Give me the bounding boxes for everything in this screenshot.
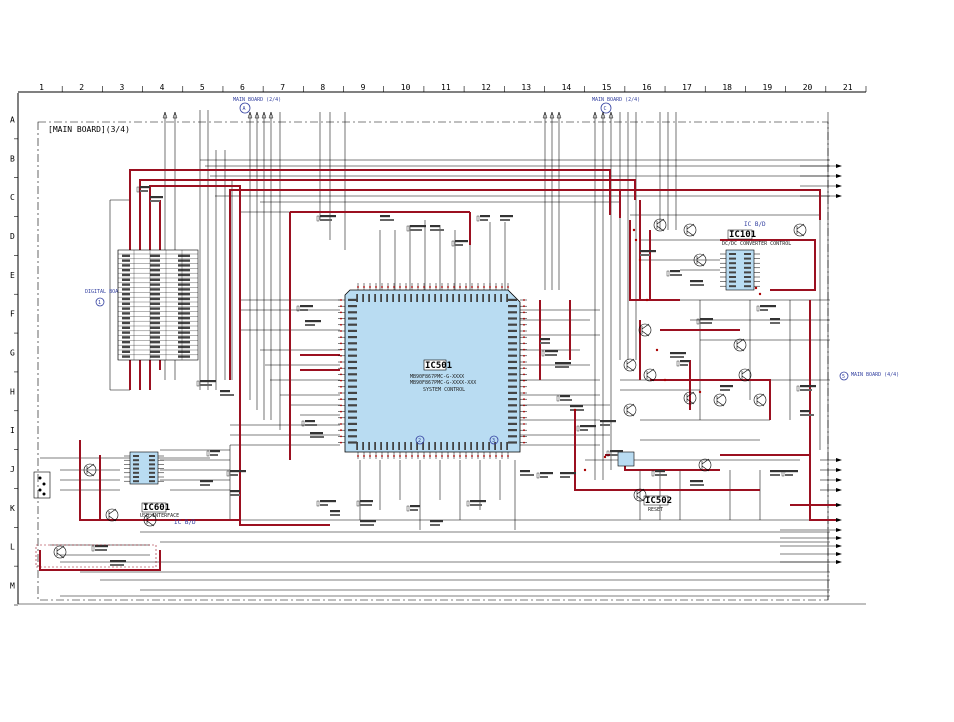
row-label: B [10, 154, 15, 163]
ic502-reset: IC502 RESET [617, 451, 672, 513]
column-label: 3 [119, 83, 124, 92]
row-label: H [10, 387, 15, 396]
connector-marker: 1 [98, 300, 101, 306]
column-label: 18 [722, 83, 732, 92]
ic601-tag: IC B/D [174, 519, 196, 526]
column-label: 19 [763, 83, 773, 92]
row-label: I [10, 426, 15, 435]
column-label: 8 [320, 83, 325, 92]
column-label: 17 [682, 83, 692, 92]
connector-main-board-4-4: 5 MAIN BOARD (4/4) [839, 371, 899, 381]
column-label: 7 [280, 83, 285, 92]
ic101-tag: IC B/D [744, 221, 766, 228]
ic101-label: IC101 [729, 230, 756, 240]
ic501-label: IC501 [425, 361, 452, 371]
connector-main-board-2-4-right: MAIN BOARD (2/4) C [592, 97, 640, 114]
column-label: 20 [803, 83, 813, 92]
svg-text:MB90F867PMC-G-XXXX: MB90F867PMC-G-XXXX [410, 374, 464, 380]
ic101-description: DC/DC CONVERTER CONTROL [722, 241, 791, 247]
power-section-outline [35, 544, 157, 568]
connector-label: MAIN BOARD (2/4) [233, 97, 281, 103]
connector-marker: C [604, 106, 607, 112]
svg-text:MB90F867PMC-G-XXXX-XXX: MB90F867PMC-G-XXXX-XXX [410, 380, 476, 386]
row-label: D [10, 232, 15, 241]
column-label: 16 [642, 83, 652, 92]
ic601-usb-interface: IC601 USB INTERFACE IC B/D [124, 451, 196, 526]
column-label: 2 [79, 83, 84, 92]
marker-3: 3 [492, 438, 495, 444]
row-ruler: A B C D E F G H I J K L M [10, 115, 18, 606]
column-label: 4 [160, 83, 165, 92]
usb-connector [33, 471, 51, 499]
ic601-description: USB INTERFACE [140, 513, 179, 519]
row-label: C [10, 193, 15, 202]
connector-marker: A [243, 106, 246, 112]
row-label: A [10, 115, 15, 124]
column-label: 11 [441, 83, 451, 92]
connector-digital-board: DIGITAL BOARD (1/3) 1 [85, 289, 142, 307]
column-label: 13 [521, 83, 531, 92]
column-label: 14 [562, 83, 572, 92]
edge-arrows [162, 111, 842, 564]
marker-2: 2 [418, 438, 421, 444]
row-label: G [10, 349, 15, 358]
board-connector-block [117, 249, 199, 361]
column-label: 12 [481, 83, 491, 92]
connector-label: DIGITAL BOARD (1/3) [85, 289, 142, 295]
column-label: 1 [39, 83, 44, 92]
connector-marker: 5 [842, 374, 845, 380]
column-label: 21 [843, 83, 853, 92]
ic502-description: RESET [648, 507, 663, 513]
ic501-description: SYSTEM CONTROL [423, 387, 465, 393]
row-label: M [10, 582, 15, 591]
sheet-frame [17, 91, 866, 605]
ic501-system-control: IC501 MB90F867PMC-G-XXXX MB90F867PMC-G-X… [338, 283, 527, 459]
row-label: E [10, 271, 15, 280]
column-label: 10 [401, 83, 411, 92]
row-label: L [10, 543, 15, 552]
column-label: 15 [602, 83, 612, 92]
connector-main-board-2-4-left: MAIN BOARD (2/4) A [233, 97, 281, 114]
ic101-dcdc-converter-control: IC101 DC/DC CONVERTER CONTROL IC B/D [720, 221, 791, 291]
row-label: K [10, 504, 15, 513]
sheet-title: [MAIN BOARD](3/4) [48, 125, 130, 134]
transistors [53, 218, 807, 559]
ic601-label: IC601 [143, 503, 170, 513]
column-label: 9 [361, 83, 366, 92]
connector-label: MAIN BOARD (2/4) [592, 97, 640, 103]
row-label: J [10, 465, 15, 474]
connector-label: MAIN BOARD (4/4) [851, 372, 899, 378]
column-label: 6 [240, 83, 245, 92]
column-label: 5 [200, 83, 205, 92]
passive-components [91, 186, 816, 566]
row-label: F [10, 310, 15, 319]
ic502-label: IC502 [645, 496, 672, 506]
